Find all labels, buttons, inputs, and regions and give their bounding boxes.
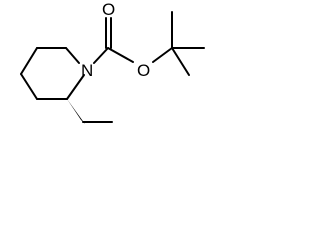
carbonyl-oxygen-label: O (102, 0, 115, 19)
ester-oxygen-label: O (137, 61, 150, 80)
bond-tbu-methyl-down (171, 47, 190, 76)
bond-carbonyl-ester-o (107, 47, 134, 63)
bond-c3-c4 (20, 73, 38, 100)
chemical-structure: N O O (20, 0, 205, 124)
atom-labels: N O O (81, 0, 150, 80)
nitrogen-label: N (81, 61, 93, 80)
stereo-wedge-bond (67, 99, 85, 124)
bond-c6-n (65, 47, 80, 64)
bond-c4-c5 (20, 47, 38, 75)
bond-ester-o-quaternary-c (152, 47, 173, 63)
piperidine-ring (20, 47, 85, 100)
ethyl-group (67, 99, 113, 124)
boc-group (93, 11, 205, 76)
bond-n-c2 (66, 74, 85, 100)
bond-n-carbonyl (93, 47, 109, 64)
